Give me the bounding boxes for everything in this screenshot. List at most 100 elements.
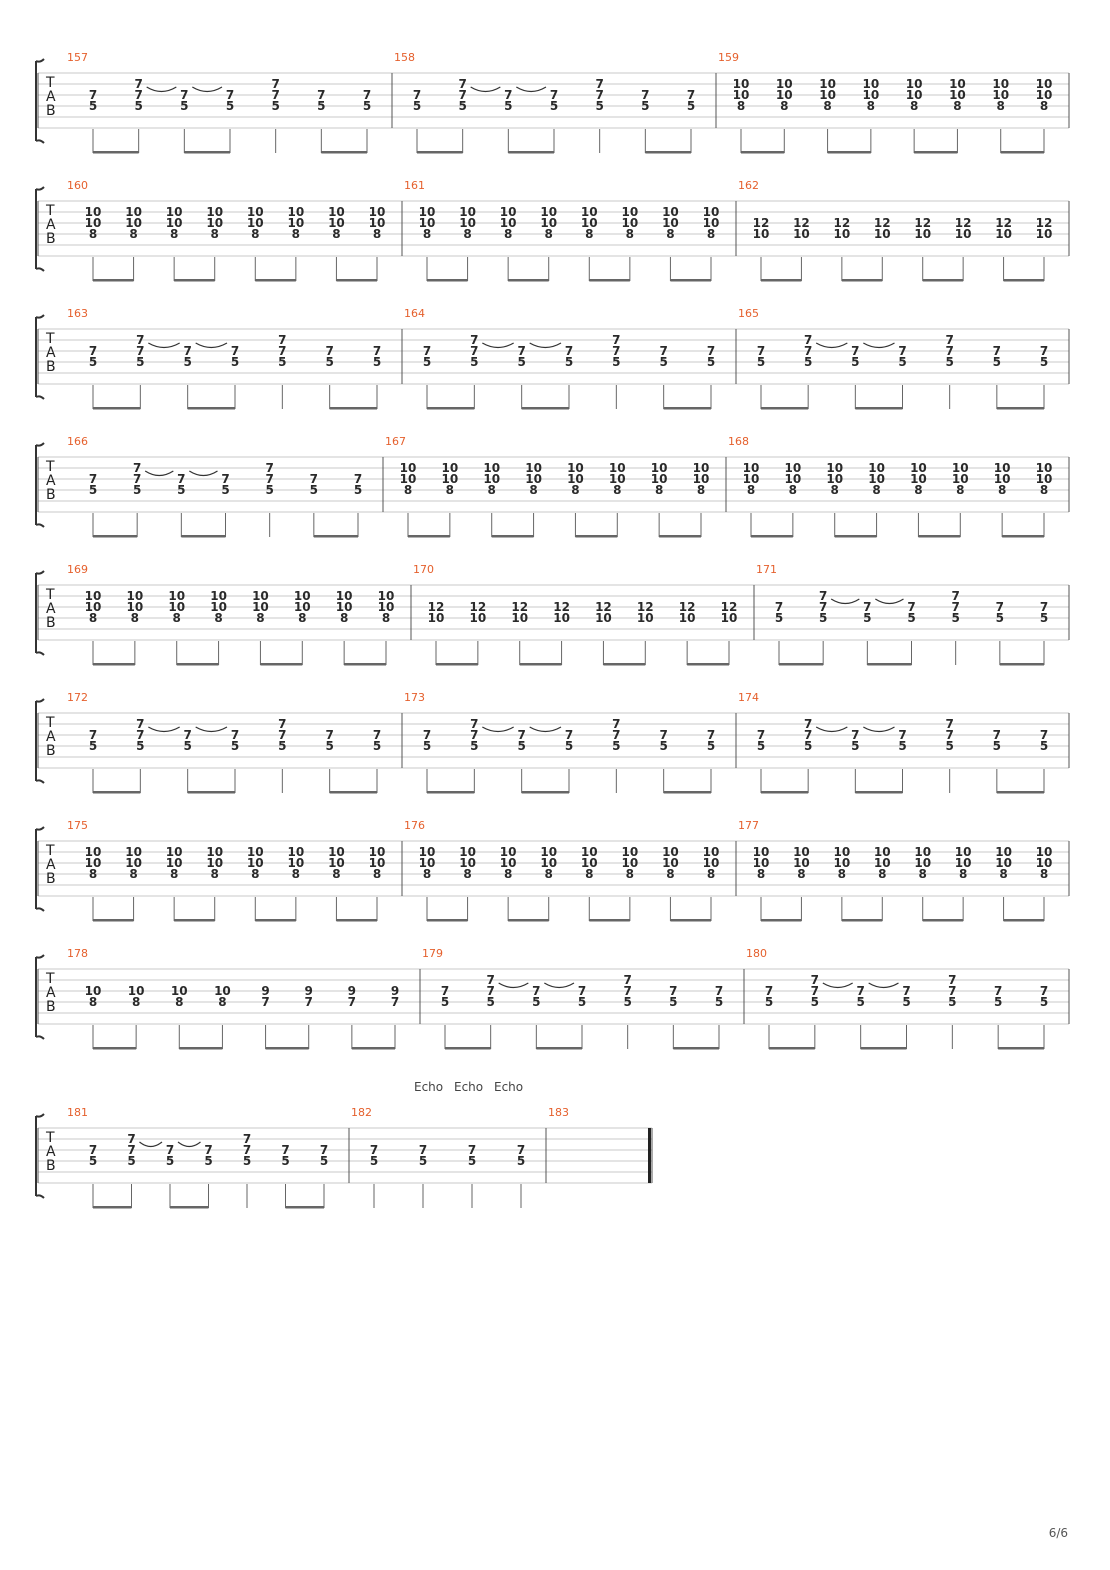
fret-number: 10 (995, 845, 1012, 859)
fret-number: 7 (623, 984, 631, 998)
fret-number: 10 (662, 205, 679, 219)
tie-arc (146, 86, 177, 93)
fret-number: 9 (305, 984, 313, 998)
tab-clef-letter: A (46, 217, 56, 233)
fret-number: 10 (210, 589, 227, 603)
fret-number: 7 (669, 984, 677, 998)
note-beam (187, 407, 235, 410)
note-beam (663, 791, 711, 794)
fret-number: 7 (243, 1132, 251, 1146)
fret-number: 10 (785, 472, 802, 486)
note-beam (521, 791, 569, 794)
fret-number: 5 (1040, 611, 1048, 625)
tie-arc (822, 982, 853, 989)
fret-number: 10 (85, 589, 102, 603)
note-beam (255, 279, 296, 282)
fret-number: 10 (793, 856, 810, 870)
tab-clef-letter: T (45, 1130, 55, 1146)
fret-number: 7 (851, 728, 859, 742)
fret-number: 5 (133, 483, 141, 497)
fret-number: 10 (85, 205, 102, 219)
note-beam (184, 151, 230, 154)
fret-number: 10 (581, 216, 598, 230)
fret-number: 10 (651, 472, 668, 486)
fret-number: 5 (687, 99, 695, 113)
fret-number: 10 (949, 88, 966, 102)
fret-number: 10 (595, 611, 612, 625)
fret-number: 5 (898, 355, 906, 369)
fret-number: 7 (470, 728, 478, 742)
fret-number: 10 (500, 856, 517, 870)
fret-number: 5 (517, 739, 525, 753)
system-bracket (35, 442, 45, 528)
fret-number: 5 (243, 1154, 251, 1168)
tab-clef-letter: B (46, 487, 56, 503)
fret-number: 5 (470, 739, 478, 753)
measure-number: 173 (404, 691, 425, 704)
system-bracket (35, 314, 45, 400)
fret-number: 8 (89, 867, 97, 881)
note-beam (93, 919, 134, 922)
fret-number: 8 (89, 227, 97, 241)
fret-number: 7 (1040, 984, 1048, 998)
fret-number: 10 (994, 472, 1011, 486)
measure-number: 163 (67, 307, 88, 320)
measure-number: 180 (746, 947, 767, 960)
fret-number: 5 (136, 739, 144, 753)
fret-number: 10 (328, 856, 345, 870)
fret-number: 10 (400, 472, 417, 486)
fret-number: 8 (488, 483, 496, 497)
note-beam (1000, 151, 1044, 154)
note-beam (761, 407, 809, 410)
note-beam (445, 1047, 491, 1050)
fret-number: 7 (180, 88, 188, 102)
fret-number: 10 (1036, 472, 1053, 486)
fret-number: 8 (910, 99, 918, 113)
fret-number: 5 (948, 995, 956, 1009)
note-beam (417, 151, 463, 154)
fret-number: 10 (206, 845, 223, 859)
final-barline (648, 1128, 651, 1183)
fret-number: 5 (325, 739, 333, 753)
fret-number: 7 (945, 333, 953, 347)
measure-number: 176 (404, 819, 425, 832)
fret-number: 10 (955, 227, 972, 241)
note-beam (508, 279, 549, 282)
fret-number: 12 (428, 600, 445, 614)
fret-number: 8 (89, 611, 97, 625)
fret-number: 8 (545, 227, 553, 241)
fret-number: 12 (793, 216, 810, 230)
fret-number: 7 (265, 461, 273, 475)
fret-number: 8 (332, 867, 340, 881)
fret-number: 9 (261, 984, 269, 998)
fret-number: 10 (1036, 227, 1053, 241)
fret-number: 10 (753, 856, 770, 870)
fret-number: 10 (125, 856, 142, 870)
fret-number: 5 (370, 1154, 378, 1168)
fret-number: 5 (863, 611, 871, 625)
fret-number: 8 (214, 611, 222, 625)
fret-number: 8 (463, 227, 471, 241)
fret-number: 7 (898, 728, 906, 742)
fret-number: 8 (867, 99, 875, 113)
measure-number: 178 (67, 947, 88, 960)
fret-number: 5 (423, 739, 431, 753)
fret-number: 8 (170, 227, 178, 241)
fret-number: 5 (994, 995, 1002, 1009)
fret-number: 10 (214, 984, 231, 998)
fret-number: 7 (775, 600, 783, 614)
tab-clef-letter: B (46, 999, 56, 1015)
fret-number: 10 (622, 205, 639, 219)
fret-number: 10 (662, 216, 679, 230)
fret-number: 7 (325, 344, 333, 358)
fret-number: 10 (753, 227, 770, 241)
fret-number: 12 (995, 216, 1012, 230)
fret-number: 10 (168, 589, 185, 603)
fret-number: 8 (999, 867, 1007, 881)
fret-number: 5 (1040, 995, 1048, 1009)
tab-clef-letter: B (46, 231, 56, 247)
fret-number: 5 (271, 99, 279, 113)
fret-number: 7 (278, 717, 286, 731)
tab-clef-letter: T (45, 587, 55, 603)
fret-number: 5 (907, 611, 915, 625)
